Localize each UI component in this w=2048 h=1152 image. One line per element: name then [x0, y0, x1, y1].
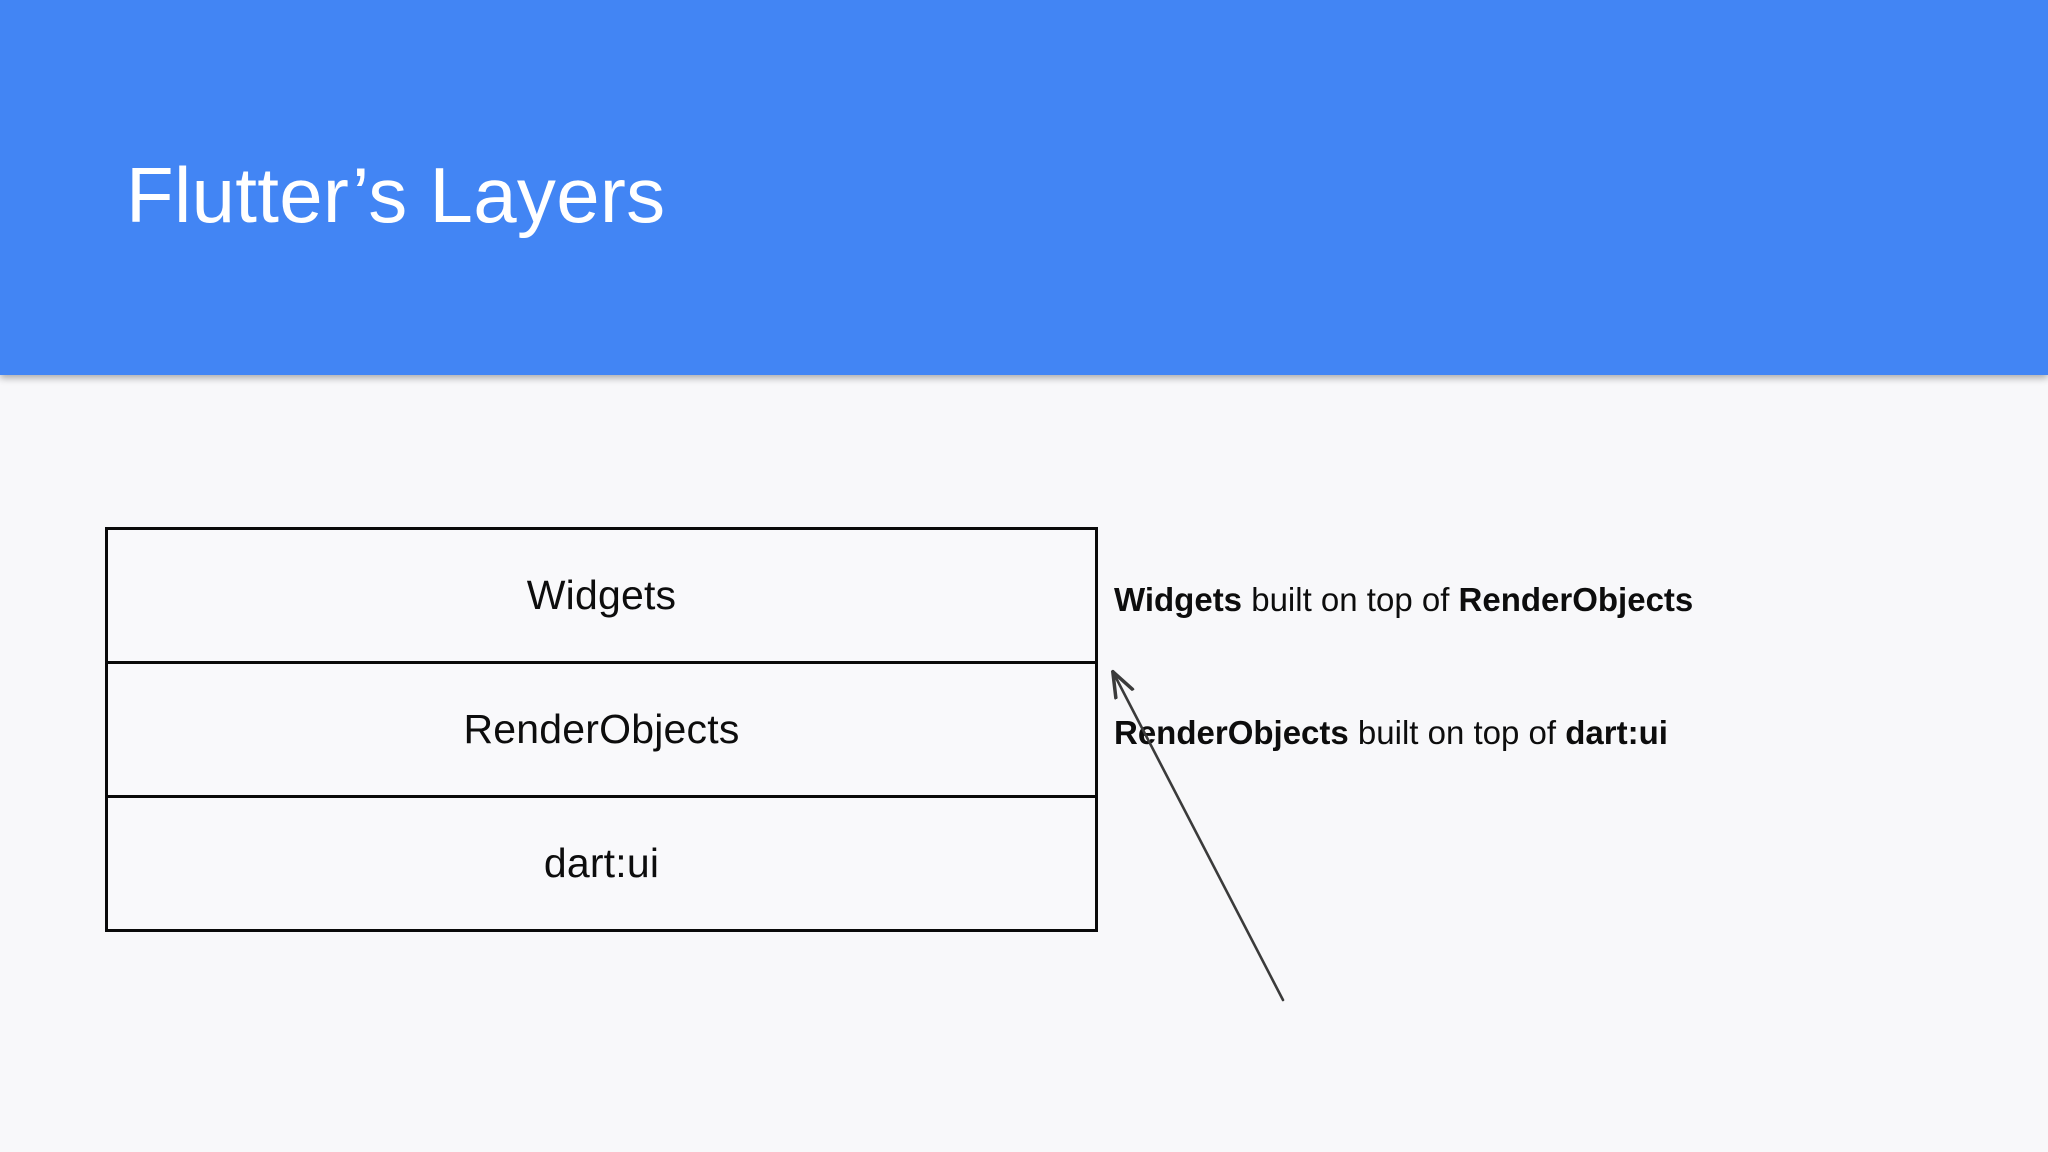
annotation-term-widgets: Widgets — [1114, 581, 1243, 619]
annotation-term-renderobjects: RenderObjects — [1458, 581, 1694, 619]
annotation-widgets-on-renderobjects: Widgets built on top of RenderObjects — [1114, 577, 1693, 623]
annotation-text-builton-1: built on top of — [1242, 581, 1459, 619]
layer-label-dartui: dart:ui — [543, 840, 660, 886]
annotation-text-builton-2: built on top of — [1348, 714, 1566, 752]
layer-label-renderobjects: RenderObjects — [463, 706, 740, 752]
annotation-renderobjects-on-dartui: RenderObjects built on top of dart:ui — [1114, 710, 1668, 756]
page-title: Flutter’s Layers — [126, 151, 666, 240]
slide-header-band: Flutter’s Layers — [0, 0, 2048, 375]
annotation-term-renderobjects-2: RenderObjects — [1114, 714, 1349, 752]
layer-stack-diagram: Widgets RenderObjects dart:ui — [105, 527, 1098, 932]
slide-body: Widgets RenderObjects dart:ui Widgets bu… — [0, 375, 2048, 1152]
layer-row-dartui: dart:ui — [108, 798, 1095, 929]
layer-row-widgets: Widgets — [108, 530, 1095, 664]
layer-label-widgets: Widgets — [526, 572, 677, 618]
layer-row-renderobjects: RenderObjects — [108, 664, 1095, 798]
annotation-term-dartui: dart:ui — [1565, 714, 1668, 752]
